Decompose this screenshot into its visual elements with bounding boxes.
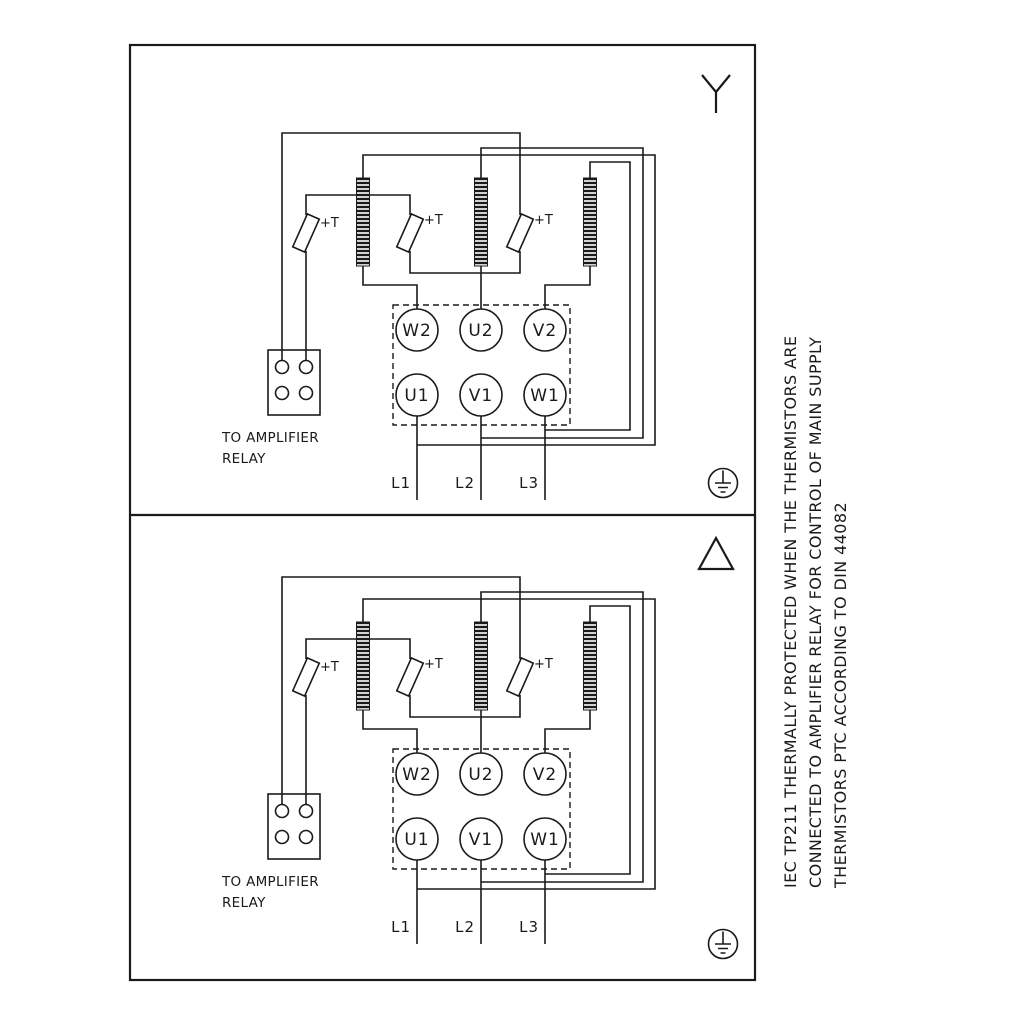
side-note-line3: THERMISTORS PTC ACCORDING TO DIN 44082 xyxy=(831,502,850,889)
supply-label-l1: L1 xyxy=(391,918,411,936)
thermistor-label: +T xyxy=(534,657,553,672)
terminal-label-w2: W2 xyxy=(402,765,432,785)
thermistor-label: +T xyxy=(424,213,443,228)
thermistor-label: +T xyxy=(424,657,443,672)
earth-ground-icon xyxy=(707,467,739,499)
relay-note-line2: RELAY xyxy=(222,895,266,911)
terminal-label-v2: V2 xyxy=(533,321,557,341)
side-note-line1: IEC TP211 THERMALLY PROTECTED WHEN THE T… xyxy=(781,336,800,888)
supply-label-l3: L3 xyxy=(519,474,539,492)
terminal-label-v2: V2 xyxy=(533,765,557,785)
terminal-label-u1: U1 xyxy=(404,386,429,406)
delta-connection-icon xyxy=(697,535,735,571)
supply-label-l3: L3 xyxy=(519,918,539,936)
terminal-label-w1: W1 xyxy=(530,830,560,850)
supply-label-l2: L2 xyxy=(455,918,475,936)
thermistor-label: +T xyxy=(320,216,339,231)
terminal-label-v1: V1 xyxy=(469,830,493,850)
terminal-label-v1: V1 xyxy=(469,386,493,406)
relay-note-line1: TO AMPLIFIER xyxy=(221,430,319,446)
terminal-label-w2: W2 xyxy=(402,321,432,341)
motor-wiring-circuit-delta xyxy=(267,576,656,945)
terminal-label-u2: U2 xyxy=(468,765,493,785)
terminal-label-w1: W1 xyxy=(530,386,560,406)
side-note: IEC TP211 THERMALLY PROTECTED WHEN THE T… xyxy=(781,336,850,889)
terminal-label-u2: U2 xyxy=(468,321,493,341)
relay-note-line2: RELAY xyxy=(222,451,266,467)
star-connection-icon xyxy=(701,74,731,113)
panel-star: +T +T +T W2 U2 V2 U1 V1 W1 L1 L2 L3 TO A… xyxy=(221,74,739,501)
panel-delta: +T +T +T W2 U2 V2 U1 V1 W1 L1 L2 L3 TO A… xyxy=(221,535,739,960)
motor-wiring-circuit-star xyxy=(267,132,656,501)
diagram-frame xyxy=(128,43,757,982)
supply-label-l2: L2 xyxy=(455,474,475,492)
supply-label-l1: L1 xyxy=(391,474,411,492)
thermistor-label: +T xyxy=(534,213,553,228)
terminal-label-u1: U1 xyxy=(404,830,429,850)
side-note-line2: CONNECTED TO AMPLIFIER RELAY FOR CONTROL… xyxy=(806,337,825,888)
relay-note-line1: TO AMPLIFIER xyxy=(221,874,319,890)
earth-ground-icon xyxy=(707,928,739,960)
thermistor-label: +T xyxy=(320,660,339,675)
